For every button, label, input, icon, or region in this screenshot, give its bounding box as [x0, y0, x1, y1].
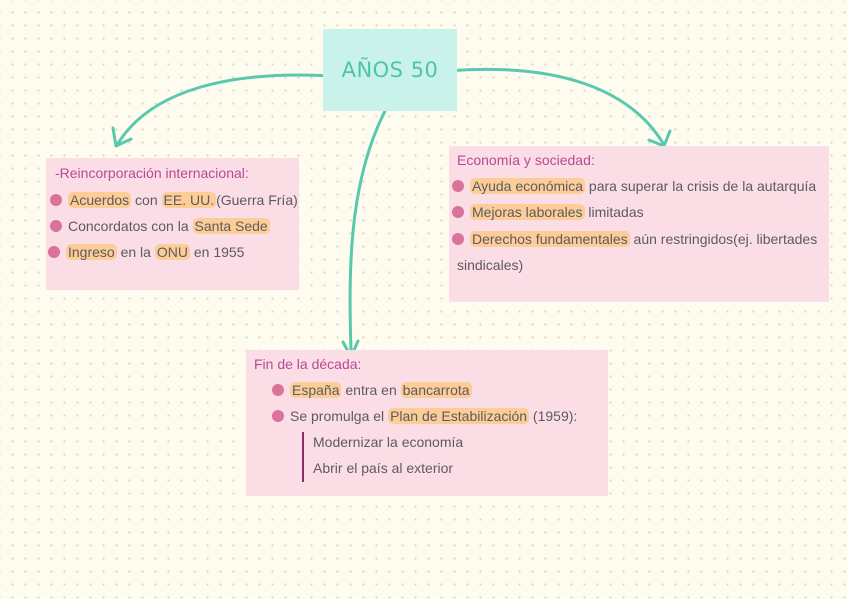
card-fin-decada[interactable]: Fin de la década: España entra en bancar…: [246, 350, 608, 496]
highlighted-text: Derechos fundamentales: [470, 231, 630, 247]
item-text: en 1955: [189, 244, 245, 260]
item-text: (1959):: [529, 408, 578, 424]
central-topic-node[interactable]: AÑOS 50: [323, 29, 457, 111]
highlighted-text: Ayuda económica: [470, 178, 586, 194]
highlighted-text: ONU: [154, 244, 190, 260]
list-item: Mejoras laborales limitadas: [452, 204, 644, 220]
list-item: Ayuda económica para superar la crisis d…: [452, 178, 816, 194]
card-reincorporacion-internacional[interactable]: -Reincorporación internacional: Acuerdos…: [46, 158, 299, 290]
bullet-icon: [50, 220, 62, 232]
bullet-icon: [50, 194, 62, 206]
card-title: Economía y sociedad:: [457, 152, 595, 168]
item-text: aún restringidos(ej. libertades: [629, 231, 818, 247]
list-item: Acuerdos con EE. UU. (Guerra Fría): [50, 192, 298, 208]
sublist-item: Abrir el país al exterior: [313, 460, 454, 476]
central-topic-label: AÑOS 50: [341, 58, 439, 82]
arrow-to-economia: [444, 67, 665, 145]
list-item: Concordatos con la Santa Sede: [50, 218, 270, 234]
highlighted-text: Mejoras laborales: [470, 204, 585, 220]
item-text: (Guerra Fría): [216, 192, 298, 208]
item-text: Concordatos con la: [68, 218, 193, 234]
highlighted-text: Plan de Estabilización: [388, 408, 530, 424]
arrow-to-internacional: [115, 73, 335, 147]
bullet-icon: [48, 246, 60, 258]
sublist-bar: [302, 432, 304, 482]
card-economia-sociedad[interactable]: Economía y sociedad: Ayuda económica par…: [449, 146, 829, 302]
item-text: con: [131, 192, 162, 208]
bullet-icon: [452, 233, 464, 245]
list-item: Se promulga el Plan de Estabilización (1…: [272, 408, 577, 424]
card-title: Fin de la década:: [254, 356, 362, 372]
arrowhead-internacional: [111, 126, 133, 148]
bullet-icon: [272, 410, 284, 422]
item-text: para superar la crisis de la autarquía: [585, 178, 817, 194]
highlighted-text: Santa Sede: [192, 218, 270, 234]
sublist-item: Modernizar la economía: [313, 434, 464, 450]
list-item: Derechos fundamentales aún restringidos(…: [452, 231, 817, 247]
arrow-to-fin: [348, 96, 394, 352]
highlighted-text: Ingreso: [66, 244, 117, 260]
list-item: Ingreso en la ONU en 1955: [48, 244, 244, 260]
highlighted-text: EE. UU.: [161, 192, 217, 208]
item-text-continuation: sindicales): [457, 257, 524, 273]
highlighted-text: Acuerdos: [68, 192, 132, 208]
item-text: limitadas: [584, 204, 644, 220]
list-item: España entra en bancarrota: [272, 382, 472, 398]
card-title: -Reincorporación internacional:: [55, 165, 249, 181]
item-text: Se promulga el: [290, 408, 389, 424]
highlighted-text: bancarrota: [400, 382, 472, 398]
item-text: en la: [116, 244, 155, 260]
bullet-icon: [272, 384, 284, 396]
highlighted-text: España: [290, 382, 342, 398]
bullet-icon: [452, 206, 464, 218]
item-text: entra en: [341, 382, 401, 398]
bullet-icon: [452, 180, 464, 192]
